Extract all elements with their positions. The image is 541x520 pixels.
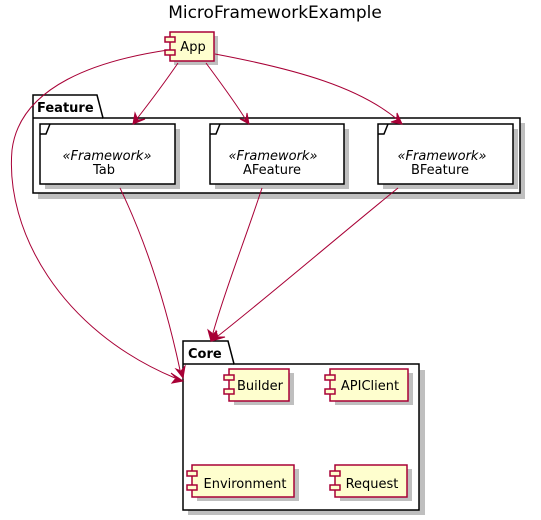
app-component[interactable]: App: [164, 31, 218, 65]
edge-app-to-bfeature: [214, 53, 399, 121]
edge-tab-to-core-arrowhead: [174, 364, 186, 380]
framework-tab: «Framework» Tab: [39, 123, 180, 189]
edge-tab-to-core: [119, 187, 181, 371]
component-builder[interactable]: Builder: [223, 368, 294, 405]
component-environment[interactable]: Environment: [186, 464, 299, 501]
component-request[interactable]: Request: [329, 464, 412, 501]
framework-bfeature: «Framework» BFeature: [377, 123, 518, 189]
component-apiclient-label: APIClient: [341, 379, 399, 394]
framework-afeature: «Framework» AFeature: [209, 123, 349, 189]
edge-app-to-afeature-arrowhead: [239, 112, 250, 125]
component-apiclient[interactable]: APIClient: [324, 368, 413, 405]
edge-app-to-bfeature-arrowhead: [390, 112, 403, 125]
component-request-label: Request: [346, 477, 399, 492]
component-builder-label: Builder: [237, 379, 284, 394]
component-environment-label: Environment: [203, 477, 286, 492]
edge-bfeature-to-core: [217, 187, 399, 337]
edge-bfeature-to-core-arrowhead: [211, 329, 226, 342]
framework-bfeature-stereotype: «Framework»: [398, 149, 487, 164]
framework-afeature-label: AFeature: [243, 163, 301, 178]
edge-app-to-core: [10, 49, 176, 379]
app-component-label: App: [180, 40, 205, 55]
edge-app-to-tab: [135, 62, 179, 121]
edge-app-to-tab-arrowhead: [132, 111, 146, 125]
edge-app-to-afeature: [205, 62, 247, 121]
framework-afeature-stereotype: «Framework»: [229, 149, 318, 164]
framework-tab-label: Tab: [92, 163, 115, 178]
framework-bfeature-label: BFeature: [411, 163, 469, 178]
framework-tab-stereotype: «Framework»: [63, 149, 152, 164]
edge-afeature-to-core: [212, 187, 263, 334]
core-package-label: Core: [188, 347, 222, 362]
edges: [10, 49, 403, 384]
diagram-title: MicroFrameworkExample: [168, 3, 382, 23]
feature-package-label: Feature: [37, 101, 94, 116]
edge-app-to-core-arrowhead: [170, 372, 185, 384]
